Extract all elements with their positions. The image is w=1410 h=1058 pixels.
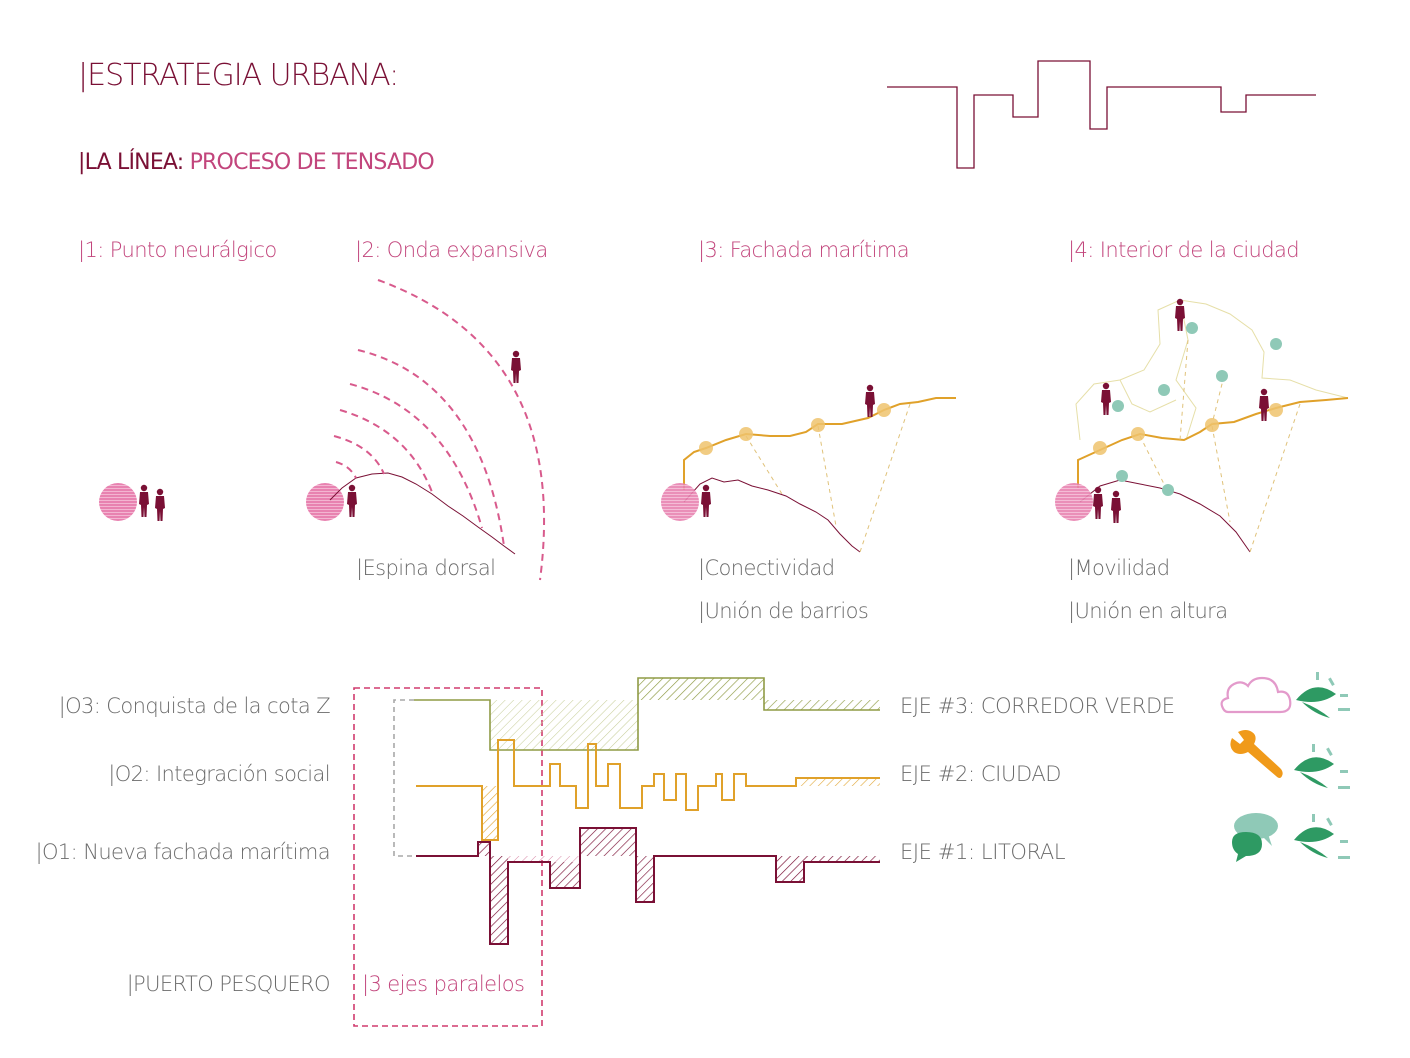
subtitle-prefix: |LA LÍNEA: bbox=[78, 150, 190, 175]
eje-3-line bbox=[414, 677, 880, 751]
hub-circle-1 bbox=[99, 483, 137, 521]
person-icon bbox=[1259, 388, 1269, 421]
wave-arcs bbox=[333, 279, 546, 581]
step-4-label: |4: Interior de la ciudad bbox=[1068, 238, 1300, 262]
port-label: |PUERTO PESQUERO bbox=[126, 972, 331, 996]
wrench-icon bbox=[1230, 730, 1283, 778]
step4-map bbox=[1055, 299, 1349, 553]
person-icon bbox=[865, 384, 875, 417]
eje-2-line bbox=[416, 739, 880, 841]
person-icon bbox=[1093, 486, 1103, 519]
hub-circle-2 bbox=[306, 483, 344, 521]
person-icon bbox=[347, 484, 357, 517]
eje-2-label: EJE #2: CIUDAD bbox=[900, 762, 1062, 786]
page-title: |ESTRATEGIA URBANA: bbox=[78, 58, 399, 93]
step3-map bbox=[661, 397, 956, 553]
person-icon bbox=[701, 484, 711, 517]
spine-line bbox=[329, 472, 516, 555]
person-icon bbox=[511, 350, 521, 383]
axes-box bbox=[353, 687, 543, 1027]
note-movilidad: |Movilidad bbox=[1068, 556, 1170, 580]
page-subtitle: |LA LÍNEA: PROCESO DE TENSADO bbox=[78, 150, 435, 175]
objective-o2: |O2: Integración social bbox=[108, 762, 330, 786]
cloud-icon bbox=[1220, 676, 1292, 714]
person-icon bbox=[1101, 382, 1111, 415]
grey-bracket bbox=[393, 699, 414, 857]
step-1-label: |1: Punto neurálgico bbox=[78, 238, 277, 262]
note-conectividad: |Conectividad bbox=[698, 556, 835, 580]
note-union-barrios: |Unión de barrios bbox=[698, 599, 869, 623]
person-icon bbox=[139, 484, 149, 517]
note-espina-dorsal: |Espina dorsal bbox=[356, 556, 496, 580]
step-3-label: |3: Fachada marítima bbox=[698, 238, 910, 262]
objective-o1: |O1: Nueva fachada marítima bbox=[35, 840, 331, 864]
step-2-label: |2: Onda expansiva bbox=[355, 238, 548, 262]
eje-1-label: EJE #1: LITORAL bbox=[900, 840, 1066, 864]
chat-bubbles-icon bbox=[1232, 813, 1278, 862]
eje-1-line bbox=[416, 827, 880, 945]
person-icon bbox=[155, 488, 165, 521]
person-icon bbox=[1175, 298, 1185, 331]
eje-3-label: EJE #3: CORREDOR VERDE bbox=[900, 694, 1175, 718]
note-union-altura: |Unión en altura bbox=[1068, 599, 1228, 623]
axes-box-label: |3 ejes paralelos bbox=[362, 972, 525, 996]
person-icon bbox=[1111, 490, 1121, 523]
sprout-icon bbox=[1294, 672, 1350, 859]
subtitle-suffix: PROCESO DE TENSADO bbox=[189, 150, 435, 175]
objective-o3: |O3: Conquista de la cota Z bbox=[58, 694, 331, 718]
skyline-line bbox=[887, 60, 1316, 169]
